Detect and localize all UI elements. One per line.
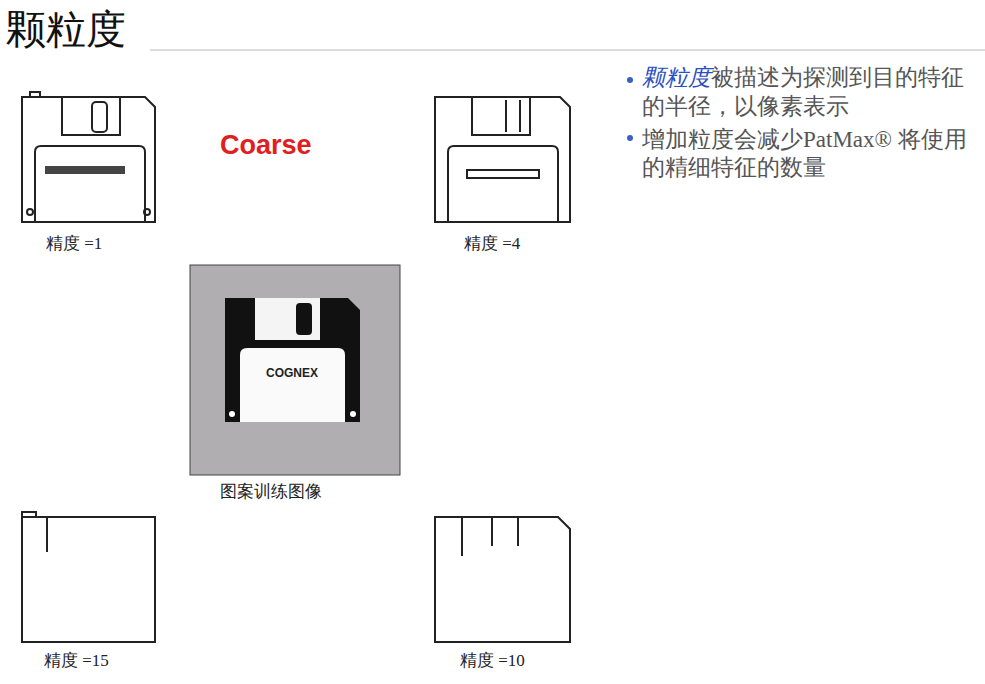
bullet-body: 增加粒度会减少PatMax® 将使用的精细特征的数量 [642, 127, 967, 181]
slide-title: 颗粒度 [6, 2, 126, 57]
accuracy-caption: 精度 =1 [46, 232, 102, 255]
accuracy-caption: 精度 =10 [460, 649, 525, 672]
term-emphasis: 颗粒度 [642, 65, 711, 90]
accuracy-caption: 精度 =15 [44, 649, 109, 672]
accuracy-caption: 精度 =4 [464, 232, 520, 255]
bullet-text: 颗粒度被描述为探测到目的特征的半径，以像素表示 [642, 64, 967, 122]
image-caption: 图案训练图像 [220, 480, 322, 503]
bullet-text: 增加粒度会减少PatMax® 将使用的精细特征的数量 [642, 126, 967, 184]
brand-text: COGNEX [266, 366, 318, 380]
coarse-label: Coarse [220, 130, 312, 161]
